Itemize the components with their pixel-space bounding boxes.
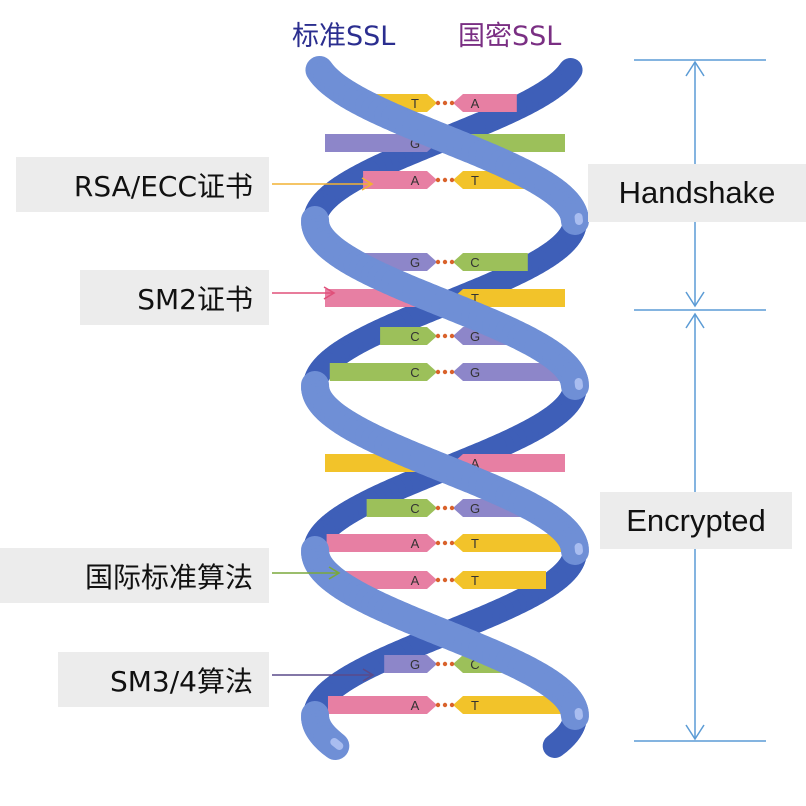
label-sm34-algorithm: SM3/4算法	[58, 652, 269, 707]
base-a	[326, 534, 437, 552]
base-a	[453, 94, 517, 112]
hydrogen-bond-dot	[442, 661, 448, 667]
hydrogen-bond-dot	[435, 577, 441, 583]
base-letter: A	[471, 456, 480, 471]
base-c	[380, 327, 437, 345]
label-intl-algorithm: 国际标准算法	[0, 548, 269, 603]
hydrogen-bond-dot	[442, 505, 448, 511]
hydrogen-bond-dot	[442, 177, 448, 183]
label-rsa-ecc-cert: RSA/ECC证书	[16, 157, 269, 212]
hydrogen-bond-dot	[435, 369, 441, 375]
base-letter: A	[411, 173, 420, 188]
base-letter: T	[411, 96, 419, 111]
base-letter: C	[410, 329, 419, 344]
hydrogen-bond-dot	[449, 259, 455, 265]
hydrogen-bond-dot	[435, 661, 441, 667]
base-letter: A	[411, 536, 420, 551]
hydrogen-bond-dot	[442, 702, 448, 708]
hydrogen-bond-dot	[435, 100, 441, 106]
hydrogen-bond-dot	[449, 505, 455, 511]
hydrogen-bond-dot	[449, 369, 455, 375]
base-letter: T	[471, 173, 479, 188]
hydrogen-bond-dot	[435, 259, 441, 265]
base-letter: A	[411, 573, 420, 588]
pointer-arrow-icon	[272, 566, 341, 580]
base-letter: T	[471, 573, 479, 588]
base-letter: G	[410, 136, 420, 151]
title-standard-ssl: 标准SSL	[292, 21, 396, 52]
hydrogen-bond-dot	[449, 333, 455, 339]
pointer-arrow-icon	[272, 668, 375, 682]
hydrogen-bond-dot	[449, 577, 455, 583]
base-letter: G	[470, 329, 480, 344]
annotation-layer	[272, 59, 766, 742]
base-t	[453, 571, 547, 589]
base-a	[327, 696, 437, 714]
hydrogen-bond-dot	[442, 259, 448, 265]
base-letter: A	[471, 96, 480, 111]
hydrogen-bond-dot	[442, 540, 448, 546]
base-letter: T	[471, 291, 479, 306]
base-letter: A	[411, 698, 420, 713]
base-letter: G	[470, 365, 480, 380]
phase-handshake: Handshake	[588, 164, 806, 222]
hydrogen-bond-dot	[435, 540, 441, 546]
pointer-arrow-icon	[272, 286, 336, 300]
hydrogen-bond-dot	[442, 333, 448, 339]
hydrogen-bond-dot	[442, 369, 448, 375]
base-letter: T	[471, 698, 479, 713]
helix-front-strand	[301, 56, 589, 760]
phase-encrypted: Encrypted	[600, 492, 792, 549]
hydrogen-bond-dot	[435, 177, 441, 183]
base-g	[384, 655, 437, 673]
base-c	[453, 253, 528, 271]
hydrogen-bond-dot	[449, 177, 455, 183]
base-letter: C	[470, 657, 479, 672]
hydrogen-bond-dot	[442, 577, 448, 583]
base-letter: G	[470, 501, 480, 516]
base-t	[453, 696, 563, 714]
label-sm2-cert: SM2证书	[80, 270, 269, 325]
hydrogen-bond-dot	[442, 100, 448, 106]
base-t	[453, 289, 565, 307]
base-letter: G	[410, 255, 420, 270]
base-letter: G	[410, 657, 420, 672]
base-letter: C	[410, 501, 419, 516]
base-a	[453, 454, 565, 472]
base-a	[363, 171, 437, 189]
title-guomi-ssl: 国密SSL	[458, 21, 562, 52]
hydrogen-bond-dot	[435, 505, 441, 511]
base-t	[453, 534, 564, 552]
base-letter: C	[410, 365, 419, 380]
base-g	[453, 363, 561, 381]
hydrogen-bond-dot	[435, 702, 441, 708]
hydrogen-bond-dot	[449, 100, 455, 106]
base-letter: C	[470, 255, 479, 270]
base-c	[329, 363, 437, 381]
base-letter: T	[471, 536, 479, 551]
hydrogen-bond-dot	[435, 333, 441, 339]
hydrogen-bond-dot	[449, 540, 455, 546]
hydrogen-bond-dot	[449, 661, 455, 667]
phase-bracket	[634, 59, 766, 742]
base-c	[366, 499, 437, 517]
pointer-arrow-icon	[272, 177, 374, 191]
hydrogen-bond-dot	[449, 702, 455, 708]
